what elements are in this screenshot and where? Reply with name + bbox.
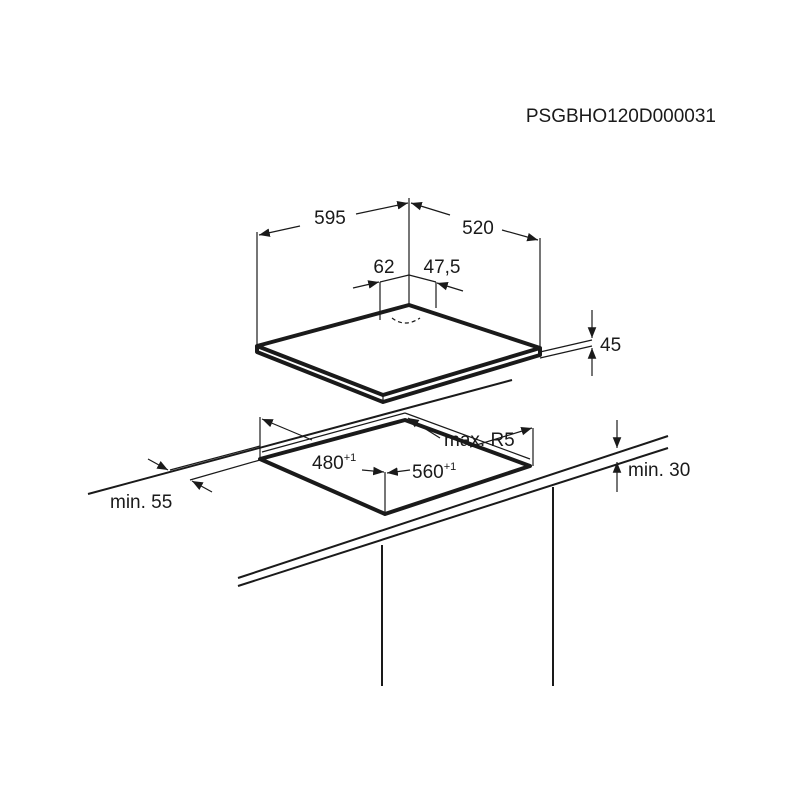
worktop-drawing: [87, 379, 669, 686]
cutout-depth-arrow-front: [361, 466, 385, 476]
hob-height-label: 45: [600, 335, 621, 356]
width-arrow-right: [355, 201, 409, 215]
left-offset-label: 62: [373, 257, 394, 278]
hob-hidden-corner: [391, 317, 421, 324]
hob-drawing: [255, 198, 593, 404]
hob-depth-label: 520: [462, 218, 494, 239]
cutout-depth-arrow-back: [261, 418, 313, 441]
cutout-outline: [258, 418, 532, 516]
cutout-width-arrow-front: [386, 467, 411, 476]
corner-radius-label: max. R5: [444, 430, 515, 451]
depth-arrow-left: [410, 202, 451, 216]
radius-pointer-arrow: [407, 417, 441, 439]
front-clearance-arrow-inner: [191, 480, 213, 493]
hob-width-label: 595: [314, 208, 346, 229]
cutout-width-label: 560+1: [412, 461, 456, 483]
depth-arrow-right: [501, 229, 539, 242]
worktop-thickness-label: min. 30: [628, 460, 690, 481]
document-code: PSGBHO120D000031: [526, 106, 716, 127]
hob-top-outline: [255, 303, 542, 397]
worktop-front-edge-bottom: [237, 447, 669, 587]
front-clearance-label: min. 55: [110, 492, 172, 513]
hob-side-edge: [255, 346, 542, 404]
worktop-back-edge: [87, 379, 513, 495]
worktop-front-edge-top: [237, 435, 669, 579]
right-offset-label: 47,5: [424, 257, 461, 278]
cutout-depth-label: 480+1: [312, 452, 356, 474]
front-clearance-arrow-outer: [147, 458, 169, 471]
left-offset-arrow: [352, 280, 380, 289]
right-offset-arrow: [436, 282, 464, 292]
width-arrow-left: [258, 225, 301, 237]
cutout-width-arrow-back: [469, 427, 533, 448]
